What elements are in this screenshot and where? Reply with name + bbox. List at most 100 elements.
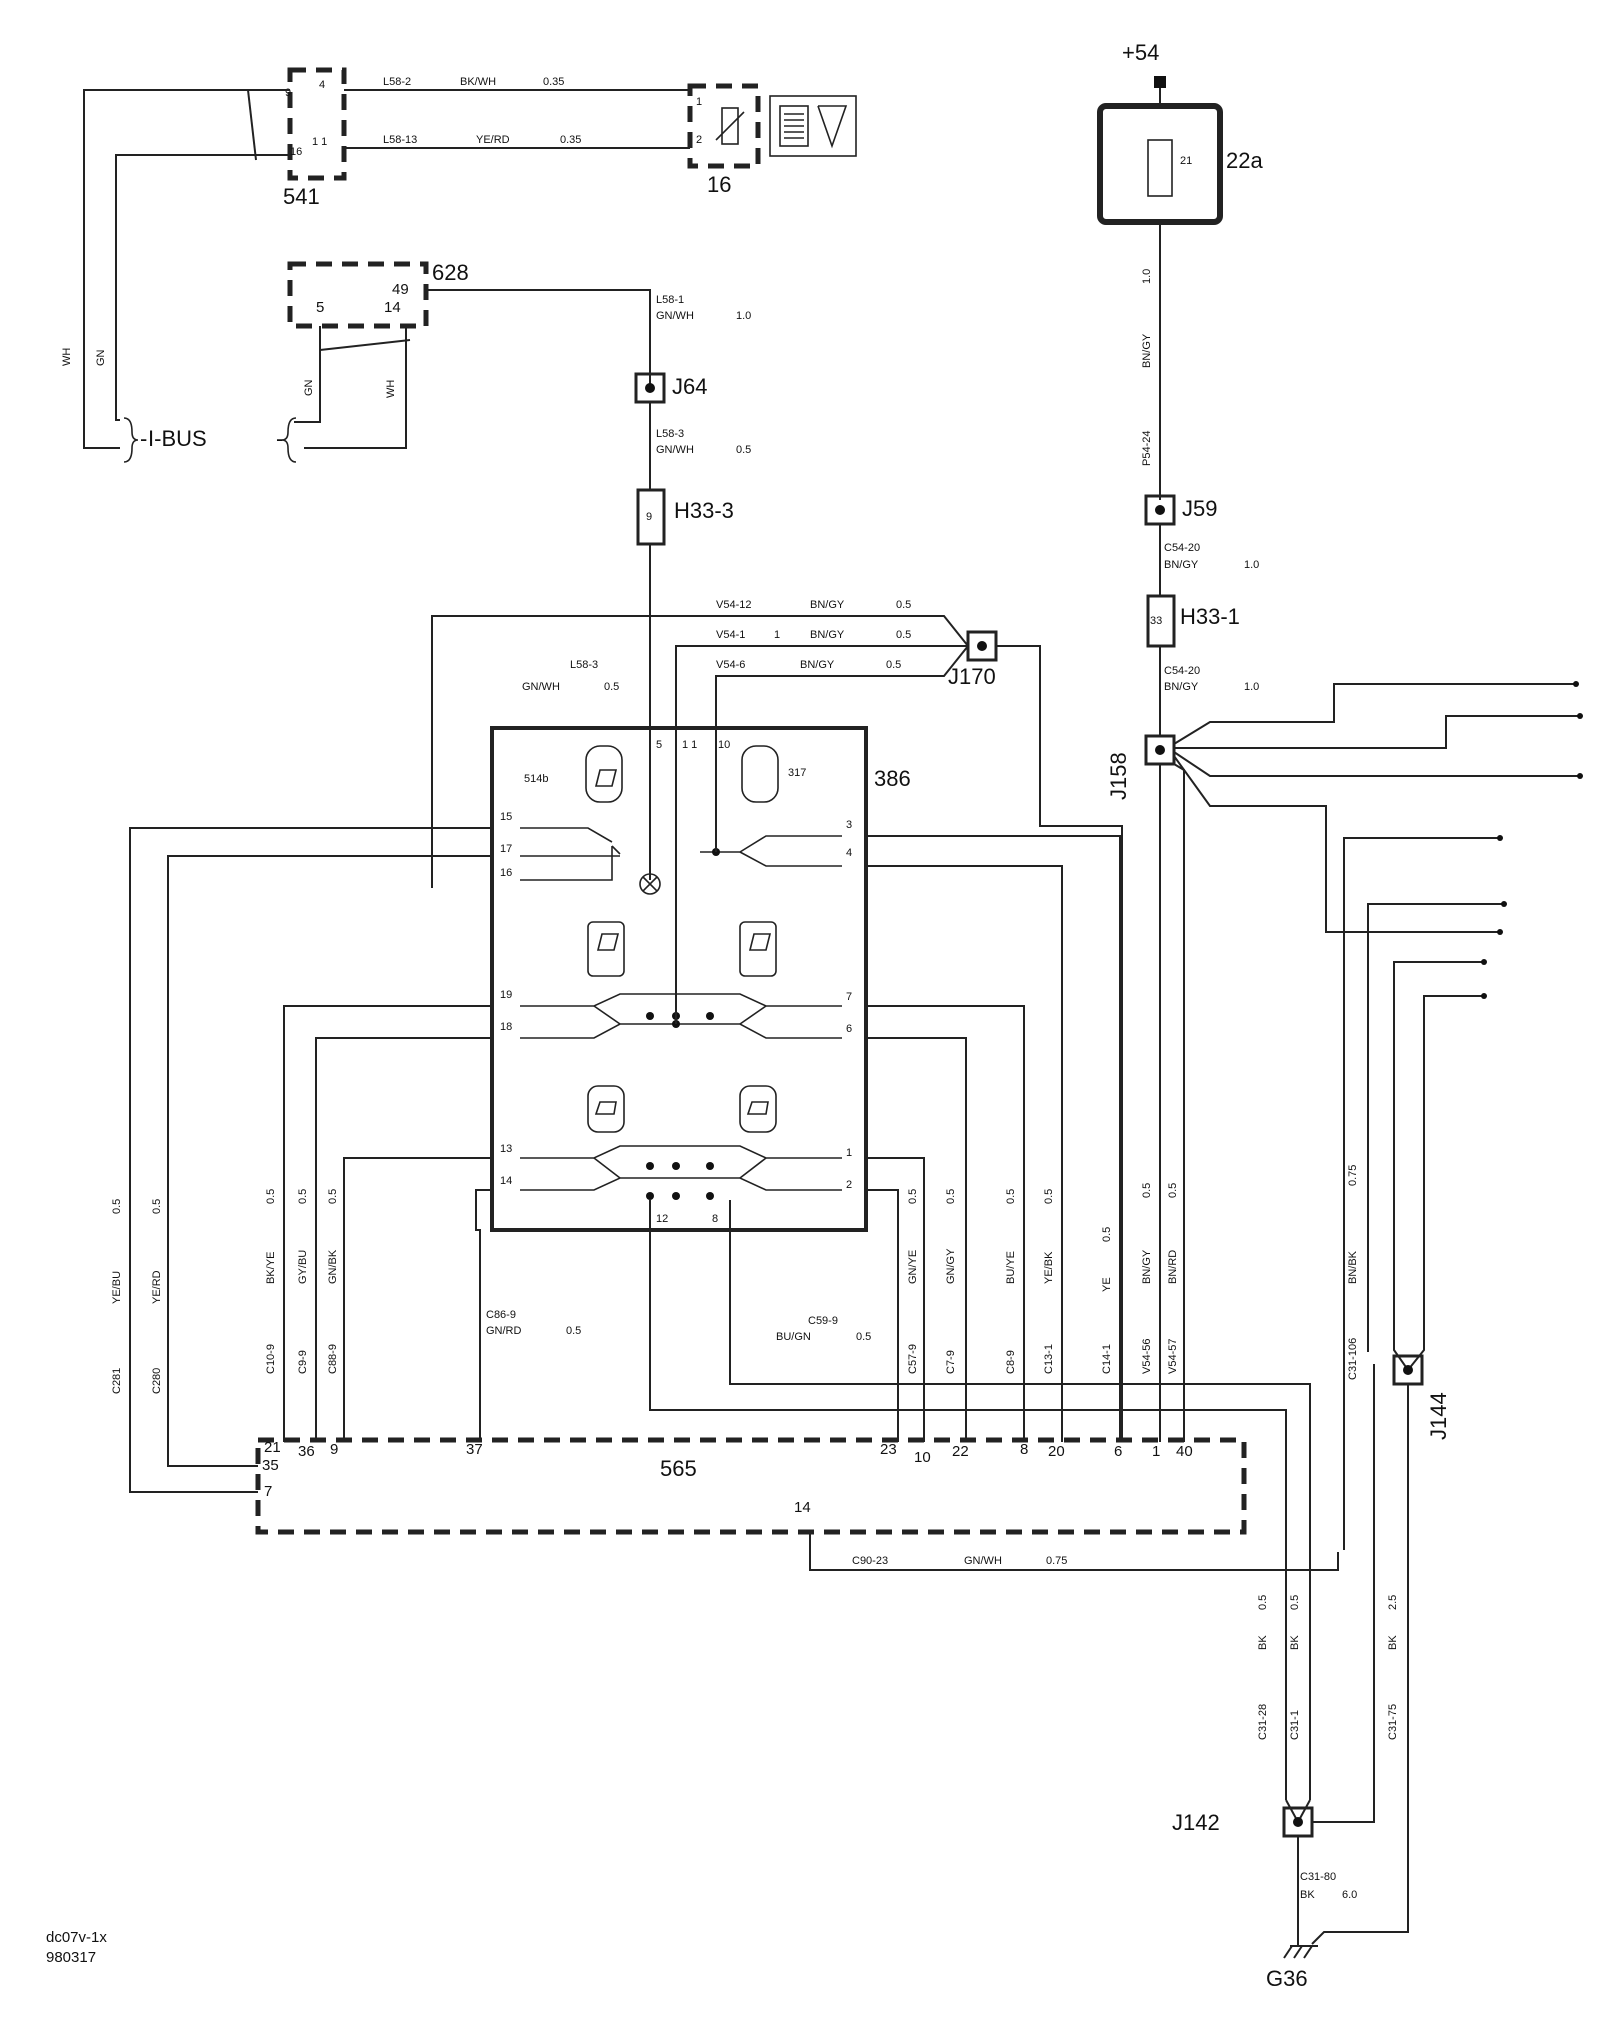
svg-text:0.5: 0.5 bbox=[886, 659, 901, 671]
component-541-label: 541 bbox=[283, 184, 320, 209]
wire-C88-9 bbox=[343, 1157, 492, 1442]
svg-text:37: 37 bbox=[466, 1441, 483, 1458]
svg-text:14: 14 bbox=[794, 1499, 811, 1516]
svg-text:-: - bbox=[140, 426, 147, 451]
svg-text:0.5: 0.5 bbox=[736, 444, 751, 456]
svg-text:4: 4 bbox=[846, 847, 852, 859]
svg-text:3: 3 bbox=[846, 819, 852, 831]
svg-text:WH: WH bbox=[61, 348, 73, 366]
svg-text:0.5: 0.5 bbox=[856, 1331, 871, 1343]
svg-text:J64: J64 bbox=[672, 374, 707, 399]
svg-text:V54-6: V54-6 bbox=[716, 659, 745, 671]
vertical-label-n: C31-75 bbox=[1387, 1704, 1399, 1740]
svg-text:BU/GN: BU/GN bbox=[776, 1331, 811, 1343]
bus-brace-2 bbox=[281, 417, 297, 463]
svg-text:9: 9 bbox=[330, 1441, 338, 1458]
svg-text:1: 1 bbox=[1152, 1443, 1160, 1460]
vertical-label-c: YE/RD bbox=[151, 1270, 163, 1304]
svg-text:1: 1 bbox=[774, 629, 780, 641]
svg-text:1.0: 1.0 bbox=[1244, 681, 1259, 693]
window-switch-front-right-icon bbox=[739, 921, 777, 977]
vertical-label-c: GY/BU bbox=[297, 1250, 309, 1284]
switch-contacts bbox=[520, 827, 842, 1191]
vertical-label-s: 0.5 bbox=[297, 1189, 309, 1204]
vertical-label-c: BN/RD bbox=[1167, 1250, 1179, 1284]
svg-text:18: 18 bbox=[500, 1021, 512, 1033]
svg-text:L58-1: L58-1 bbox=[656, 294, 684, 306]
svg-text:5: 5 bbox=[316, 299, 324, 316]
sensor-bars-icon bbox=[779, 105, 848, 149]
svg-text:565: 565 bbox=[660, 1456, 697, 1481]
svg-text:10: 10 bbox=[718, 739, 730, 751]
svg-text:5: 5 bbox=[656, 739, 662, 751]
window-switch-front-left-icon bbox=[587, 921, 625, 977]
svg-text:0.75: 0.75 bbox=[1046, 1555, 1067, 1567]
svg-text:C90-23: C90-23 bbox=[852, 1555, 888, 1567]
svg-text:1: 1 bbox=[846, 1147, 852, 1159]
fuse-box-22a bbox=[1097, 103, 1223, 225]
svg-text:317: 317 bbox=[788, 767, 806, 779]
svg-text:C86-9: C86-9 bbox=[486, 1309, 516, 1321]
svg-text:0.35: 0.35 bbox=[543, 76, 564, 88]
vertical-label-s: 0.5 bbox=[1257, 1595, 1269, 1610]
svg-text:GN: GN bbox=[95, 349, 107, 366]
wire-V54-12 bbox=[431, 615, 969, 888]
svg-text:L58-3: L58-3 bbox=[570, 659, 598, 671]
svg-text:GN/WH: GN/WH bbox=[656, 444, 694, 456]
svg-text:H33-1: H33-1 bbox=[1180, 604, 1240, 629]
vertical-label-s: 0.5 bbox=[1289, 1595, 1301, 1610]
wire-C59-9 bbox=[729, 1200, 1311, 1800]
svg-text:C54-20: C54-20 bbox=[1164, 542, 1200, 554]
svg-text:21: 21 bbox=[264, 1439, 281, 1456]
svg-text:C59-9: C59-9 bbox=[808, 1315, 838, 1327]
svg-text:1 1: 1 1 bbox=[682, 739, 697, 751]
svg-text:35: 35 bbox=[262, 1457, 279, 1474]
vertical-label-c: YE/BU bbox=[111, 1271, 123, 1304]
wire-C9-9 bbox=[315, 1037, 492, 1442]
vertical-label-c: GN/GY bbox=[945, 1248, 957, 1284]
svg-text:22: 22 bbox=[952, 1443, 969, 1460]
svg-text:BK/WH: BK/WH bbox=[460, 76, 496, 88]
wire-C7-9 bbox=[866, 1037, 967, 1442]
wire-V54-57 bbox=[1173, 763, 1185, 1442]
vertical-label-n: C31-106 bbox=[1347, 1338, 1359, 1380]
svg-text:16: 16 bbox=[500, 867, 512, 879]
svg-text:GN/WH: GN/WH bbox=[522, 681, 560, 693]
svg-text:BN/GY: BN/GY bbox=[810, 629, 845, 641]
svg-text:V54-12: V54-12 bbox=[716, 599, 751, 611]
svg-text:19: 19 bbox=[500, 989, 512, 1001]
svg-text:G36: G36 bbox=[1266, 1966, 1308, 1991]
vertical-label-c: GN/BK bbox=[327, 1249, 339, 1284]
vertical-label-n: C31-1 bbox=[1289, 1710, 1301, 1740]
svg-text:1.0: 1.0 bbox=[1141, 269, 1153, 284]
svg-text:1: 1 bbox=[696, 96, 702, 108]
vertical-label-c: BK bbox=[1387, 1635, 1399, 1650]
svg-text:BN/GY: BN/GY bbox=[1164, 681, 1199, 693]
svg-text:BN/GY: BN/GY bbox=[1141, 333, 1153, 368]
svg-text:GN/WH: GN/WH bbox=[656, 310, 694, 322]
vertical-label-n: C31-28 bbox=[1257, 1704, 1269, 1740]
svg-text:0.5: 0.5 bbox=[604, 681, 619, 693]
svg-text:9: 9 bbox=[646, 511, 652, 523]
svg-text:BN/GY: BN/GY bbox=[1164, 559, 1199, 571]
svg-text:2: 2 bbox=[846, 1179, 852, 1191]
ground-G36-icon bbox=[1283, 1932, 1318, 1959]
svg-text:0.5: 0.5 bbox=[896, 599, 911, 611]
svg-text:L58-13: L58-13 bbox=[383, 134, 417, 146]
wire-C86-9 bbox=[475, 1189, 492, 1442]
svg-text:BN/GY: BN/GY bbox=[800, 659, 835, 671]
vertical-label-c: BK bbox=[1257, 1635, 1269, 1650]
vertical-label-c: GN/YE bbox=[907, 1250, 919, 1284]
svg-text:980317: 980317 bbox=[46, 1949, 96, 1966]
vertical-label-c: BU/YE bbox=[1005, 1251, 1017, 1284]
vertical-label-n: C8-9 bbox=[1005, 1350, 1017, 1374]
vertical-label-c: BN/GY bbox=[1141, 1249, 1153, 1284]
svg-text:1.0: 1.0 bbox=[1244, 559, 1259, 571]
vertical-label-s: 0.5 bbox=[151, 1199, 163, 1214]
switch-317-icon bbox=[741, 745, 779, 803]
svg-text:4: 4 bbox=[319, 79, 325, 91]
vertical-label-c: YE bbox=[1101, 1277, 1113, 1292]
fuse-21 bbox=[1147, 139, 1173, 197]
svg-text:J158: J158 bbox=[1106, 752, 1131, 800]
